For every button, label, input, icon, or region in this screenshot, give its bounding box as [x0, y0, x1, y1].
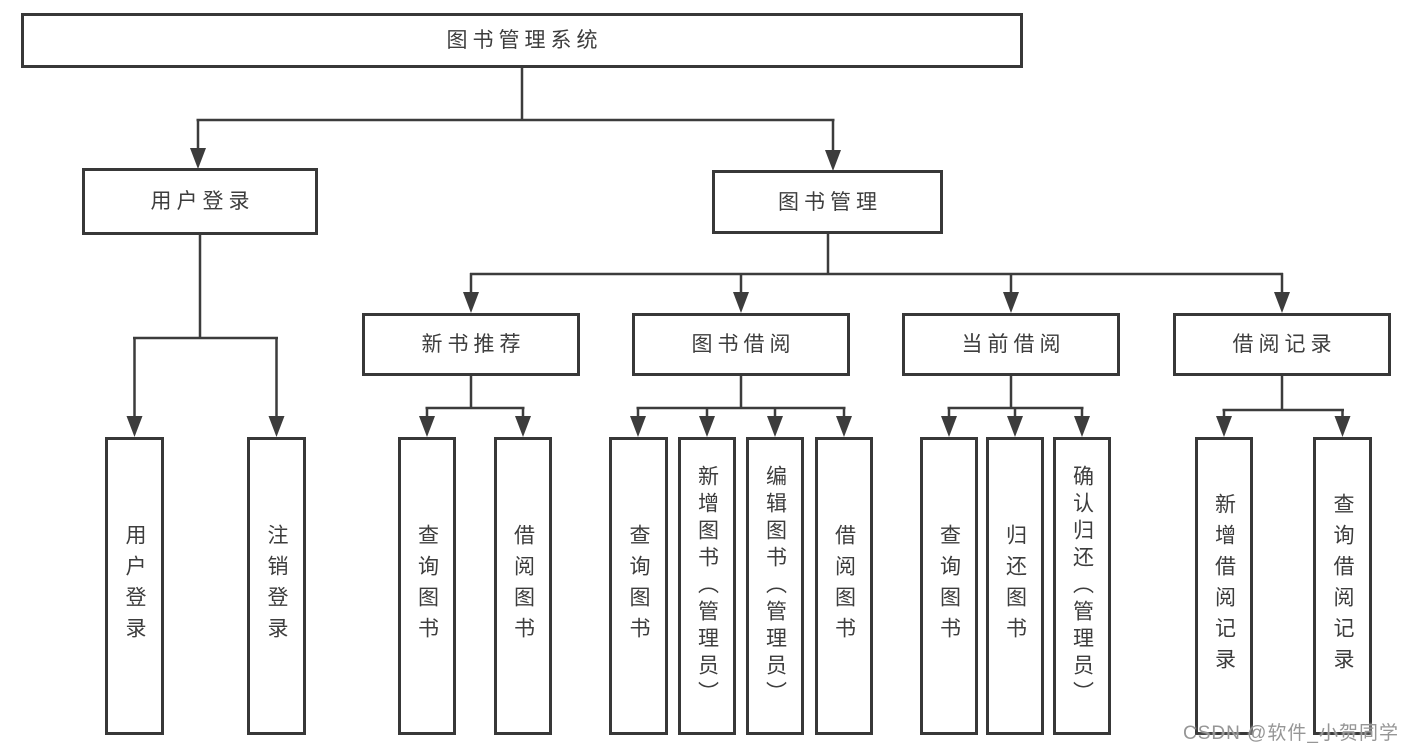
leaf-query-books-recommend: 查询图书 [398, 437, 456, 735]
leaf-borrow-books: 借阅图书 [815, 437, 873, 735]
node-current-borrowing: 当前借阅 [902, 313, 1120, 376]
node-borrowing-records: 借阅记录 [1173, 313, 1391, 376]
leaf-query-books-borrow: 查询图书 [609, 437, 668, 735]
watermark: CSDN @软件_小贺同学 [1183, 723, 1399, 744]
leaf-confirm-return-admin: 确认归还（管理员） [1053, 437, 1111, 735]
node-book-management: 图书管理 [712, 170, 943, 234]
leaf-add-books-admin: 新增图书（管理员） [678, 437, 736, 735]
node-user-login: 用户登录 [82, 168, 318, 235]
node-book-borrowing: 图书借阅 [632, 313, 850, 376]
leaf-user-login: 用户登录 [105, 437, 164, 735]
leaf-query-books-current: 查询图书 [920, 437, 978, 735]
leaf-label: 查询图书 [415, 524, 439, 648]
leaf-label: 新增借阅记录 [1212, 493, 1236, 679]
leaf-label: 确认归还（管理员） [1070, 464, 1094, 708]
leaf-label: 查询图书 [937, 524, 961, 648]
leaf-label: 编辑图书（管理员） [763, 464, 787, 708]
leaf-label: 归还图书 [1003, 524, 1027, 648]
leaf-label: 查询图书 [627, 524, 650, 648]
leaf-label: 借阅图书 [511, 524, 535, 648]
leaf-borrow-books-recommend: 借阅图书 [494, 437, 552, 735]
leaf-label: 用户登录 [123, 524, 146, 648]
leaf-add-borrow-record: 新增借阅记录 [1195, 437, 1253, 735]
leaf-label: 新增图书（管理员） [695, 464, 719, 708]
node-new-book-recommend: 新书推荐 [362, 313, 580, 376]
leaf-label: 注销登录 [265, 524, 288, 648]
leaf-edit-books-admin: 编辑图书（管理员） [746, 437, 804, 735]
leaf-label: 查询借阅记录 [1331, 493, 1354, 679]
leaf-label: 借阅图书 [832, 524, 856, 648]
node-root: 图书管理系统 [21, 13, 1023, 68]
leaf-return-books: 归还图书 [986, 437, 1044, 735]
leaf-query-borrow-record: 查询借阅记录 [1313, 437, 1372, 735]
leaf-logout-login: 注销登录 [247, 437, 306, 735]
